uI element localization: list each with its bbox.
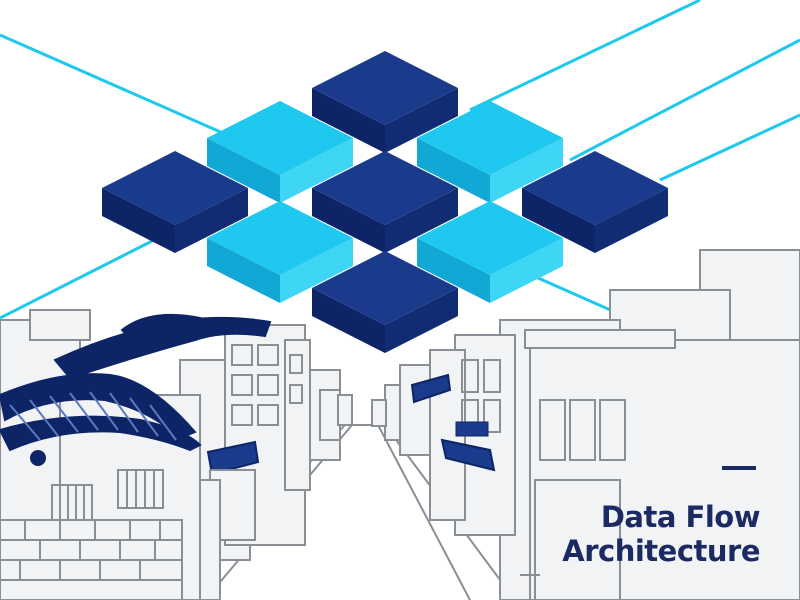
building-roof-cap	[524, 329, 676, 349]
block-top-face	[312, 151, 458, 225]
block-right-face	[490, 138, 563, 203]
block-left-face	[522, 188, 595, 253]
building	[29, 309, 91, 341]
title-accent-bar	[722, 466, 756, 470]
block-top-face	[312, 51, 458, 125]
block-left-face	[207, 238, 280, 303]
block-left-face	[312, 288, 385, 353]
awning	[440, 438, 496, 472]
data-block-cyan	[207, 101, 353, 203]
block-right-face	[280, 138, 353, 203]
eave-ornament	[30, 450, 46, 466]
hanok-window	[51, 484, 93, 526]
building	[371, 399, 387, 427]
street-scene	[0, 249, 800, 600]
block-left-face	[207, 138, 280, 203]
block-left-face	[102, 188, 175, 253]
window-lattice	[126, 470, 155, 508]
block-top-face	[102, 151, 248, 225]
data-block-navy	[522, 151, 668, 253]
background-buildings-right	[371, 364, 431, 456]
data-block-cyan	[417, 201, 563, 303]
title-line-1: Data Flow	[600, 500, 761, 534]
block-left-face	[312, 188, 385, 253]
roof-tiles	[9, 391, 177, 441]
window-grid	[461, 359, 501, 433]
window-grid	[539, 399, 626, 461]
building	[337, 394, 353, 426]
block-top-face	[312, 251, 458, 325]
awning	[410, 373, 452, 404]
data-block-navy	[312, 251, 458, 353]
data-block-cyan	[417, 101, 563, 203]
block-right-face	[385, 188, 458, 253]
hanok-houses	[0, 313, 272, 600]
data-line	[569, 38, 800, 162]
title-line-2: Architecture	[562, 534, 760, 568]
data-line	[659, 113, 800, 182]
data-block-navy	[312, 51, 458, 153]
awning	[206, 440, 260, 476]
block-top-face	[207, 201, 353, 275]
window-grid	[231, 344, 303, 426]
title: Data Flow Architecture	[562, 500, 760, 568]
block-right-face	[175, 188, 248, 253]
street-post	[520, 574, 540, 600]
data-line	[0, 235, 161, 320]
block-right-face	[595, 188, 668, 253]
data-line	[0, 33, 251, 147]
shop-front	[534, 479, 621, 600]
block-top-face	[417, 101, 563, 175]
data-block-navy	[312, 151, 458, 253]
data-lines	[0, 0, 800, 334]
background-buildings-left	[304, 369, 353, 461]
block-left-face	[312, 88, 385, 153]
right-buildings	[410, 249, 800, 600]
stone-wall-bricks	[0, 520, 182, 581]
data-block-grid	[102, 51, 668, 353]
block-top-face	[522, 151, 668, 225]
block-top-face	[207, 101, 353, 175]
block-right-face	[385, 288, 458, 353]
building	[284, 339, 311, 491]
street-edge-right	[377, 424, 471, 600]
data-block-cyan	[207, 201, 353, 303]
hanok-window	[117, 469, 164, 509]
building	[399, 364, 431, 456]
block-top-face	[417, 201, 563, 275]
data-block-navy	[102, 151, 248, 253]
hanok-roof-ridge	[120, 313, 202, 340]
block-left-face	[417, 138, 490, 203]
block-right-face	[385, 88, 458, 153]
data-line	[469, 0, 701, 112]
block-right-face	[490, 238, 563, 303]
block-right-face	[280, 238, 353, 303]
block-left-face	[417, 238, 490, 303]
sign	[455, 421, 489, 437]
window-lattice	[59, 485, 85, 525]
